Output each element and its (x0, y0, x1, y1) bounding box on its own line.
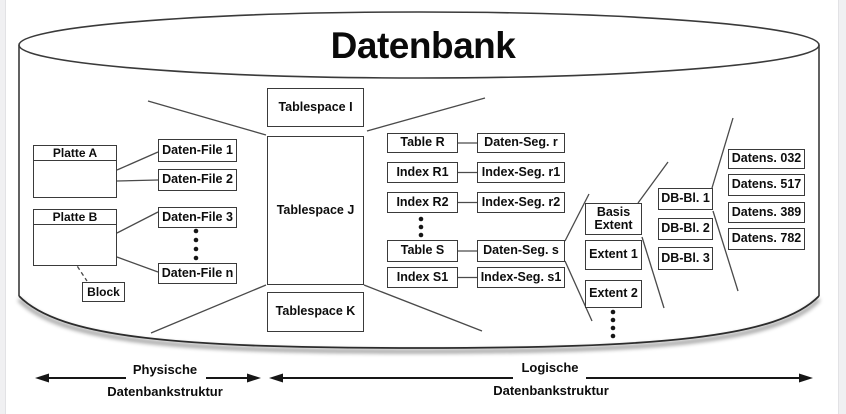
basis-extent-label-line2: Extent (594, 218, 633, 232)
table-s-box: Table S (387, 240, 458, 262)
logical-structure-label-line1: Logische (521, 360, 579, 375)
record-782-box: Datens. 782 (728, 228, 805, 250)
db-block-3-box: DB-Bl. 3 (658, 247, 713, 270)
basis-extent-label-line1: Basis (596, 204, 631, 219)
physical-structure-label-line2: Datenbankstruktur (107, 384, 223, 399)
ellipsis-dots-data-files (193, 228, 199, 261)
extent-1-box: Extent 1 (585, 240, 642, 270)
db-block-1-box: DB-Bl. 1 (658, 188, 713, 210)
data-file-n-box: Daten-File n (158, 263, 237, 284)
table-r-box: Table R (387, 133, 458, 153)
daten-seg-r-box: Daten-Seg. r (477, 133, 565, 153)
record-032-box: Datens. 032 (728, 149, 805, 169)
block-box: Block (82, 282, 125, 302)
index-seg-r2-box: Index-Seg. r2 (477, 192, 565, 213)
physical-structure-arrow (35, 373, 261, 383)
page-right-margin (838, 0, 846, 414)
data-file-3-box: Daten-File 3 (158, 207, 237, 228)
disk-b-label: Platte B (34, 210, 116, 225)
db-block-2-box: DB-Bl. 2 (658, 218, 713, 240)
disk-b-box: Platte B (33, 209, 117, 266)
basis-extent-box: Basis Extent (585, 203, 642, 235)
record-389-box: Datens. 389 (728, 202, 805, 223)
daten-seg-s-box: Daten-Seg. s (477, 240, 565, 262)
tablespace-j-box: Tablespace J (267, 136, 364, 285)
cylinder-bottom-shadow (17, 298, 821, 354)
ellipsis-dots-extents (610, 309, 616, 339)
index-s1-box: Index S1 (387, 267, 458, 288)
physical-structure-label-line1: Physische (132, 362, 198, 377)
tablespace-i-box: Tablespace I (267, 88, 364, 127)
disk-a-box: Platte A (33, 145, 117, 198)
diagram-title: Datenbank (330, 25, 516, 66)
connector-lines (116, 97, 739, 334)
data-file-2-box: Daten-File 2 (158, 169, 237, 191)
page-left-margin (0, 0, 6, 414)
logical-structure-label-line2: Datenbankstruktur (493, 383, 609, 398)
logical-structure-arrow (269, 373, 813, 383)
extent-2-box: Extent 2 (585, 280, 642, 308)
index-r1-box: Index R1 (387, 162, 458, 183)
data-file-1-box: Daten-File 1 (158, 139, 237, 162)
index-seg-s1-box: Index-Seg. s1 (477, 267, 565, 288)
tablespace-k-box: Tablespace K (267, 292, 364, 332)
index-r2-box: Index R2 (387, 192, 458, 213)
record-517-box: Datens. 517 (728, 174, 805, 196)
disk-a-label: Platte A (34, 146, 116, 161)
index-seg-r1-box: Index-Seg. r1 (477, 162, 565, 183)
